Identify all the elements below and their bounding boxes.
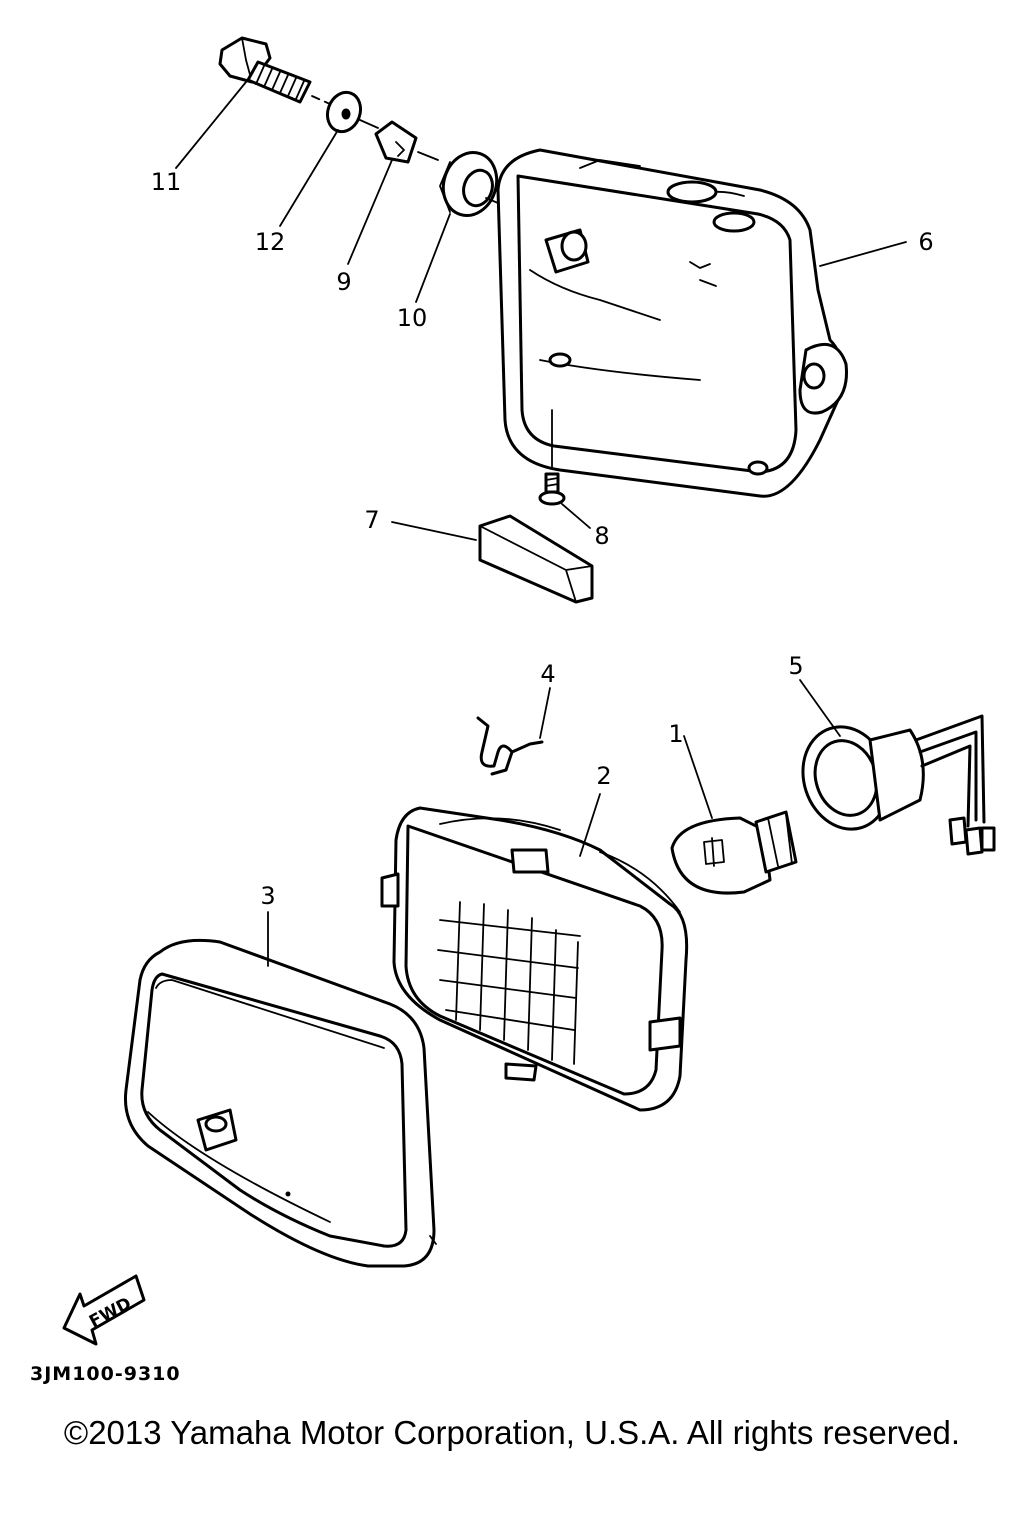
leader-line-12 — [279, 129, 339, 227]
part-7-pad — [478, 514, 594, 604]
part-6-headlight-housing — [496, 148, 848, 498]
leader-line-7 — [391, 521, 477, 541]
part-9-collar — [374, 120, 418, 164]
part-3-headlight-rim — [123, 938, 437, 1268]
part-11-bolt — [218, 36, 312, 104]
axis-line-bolt — [311, 95, 331, 105]
callout-8: 8 — [594, 522, 609, 550]
leader-line-5 — [799, 679, 841, 737]
callout-7: 7 — [364, 506, 379, 534]
callout-10: 10 — [397, 304, 428, 332]
part-5-bulb-socket — [801, 714, 996, 856]
leader-line-8 — [561, 503, 591, 529]
callout-12: 12 — [255, 228, 286, 256]
axis-line-collar — [417, 151, 439, 161]
diagram-code: 3JM100-9310 — [30, 1363, 181, 1385]
leader-line-10 — [415, 213, 451, 303]
axis-line-washer — [359, 119, 379, 129]
callout-2: 2 — [596, 762, 611, 790]
copyright-notice: ©2013 Yamaha Motor Corporation, U.S.A. A… — [63, 1414, 961, 1451]
callout-9: 9 — [336, 268, 351, 296]
leader-line-2 — [579, 793, 601, 857]
leader-line-11 — [175, 81, 247, 169]
part-2-lens-unit — [380, 806, 689, 1112]
part-4-spring-clip — [476, 716, 544, 776]
leader-line-6 — [819, 241, 907, 267]
part-10-grommet — [439, 151, 499, 217]
leader-line-1 — [683, 735, 713, 819]
forward-direction-arrow: FWD — [62, 1274, 146, 1346]
part-1-bulb — [670, 810, 798, 895]
callout-11: 11 — [151, 168, 182, 196]
callout-3: 3 — [260, 882, 275, 910]
leader-line-9 — [347, 159, 393, 265]
part-12-washer — [325, 90, 363, 134]
callout-6: 6 — [918, 228, 933, 256]
leader-line-4 — [539, 687, 551, 739]
part-8-screw — [538, 472, 566, 506]
callout-4: 4 — [540, 660, 555, 688]
callout-5: 5 — [788, 652, 803, 680]
callout-1: 1 — [668, 720, 683, 748]
